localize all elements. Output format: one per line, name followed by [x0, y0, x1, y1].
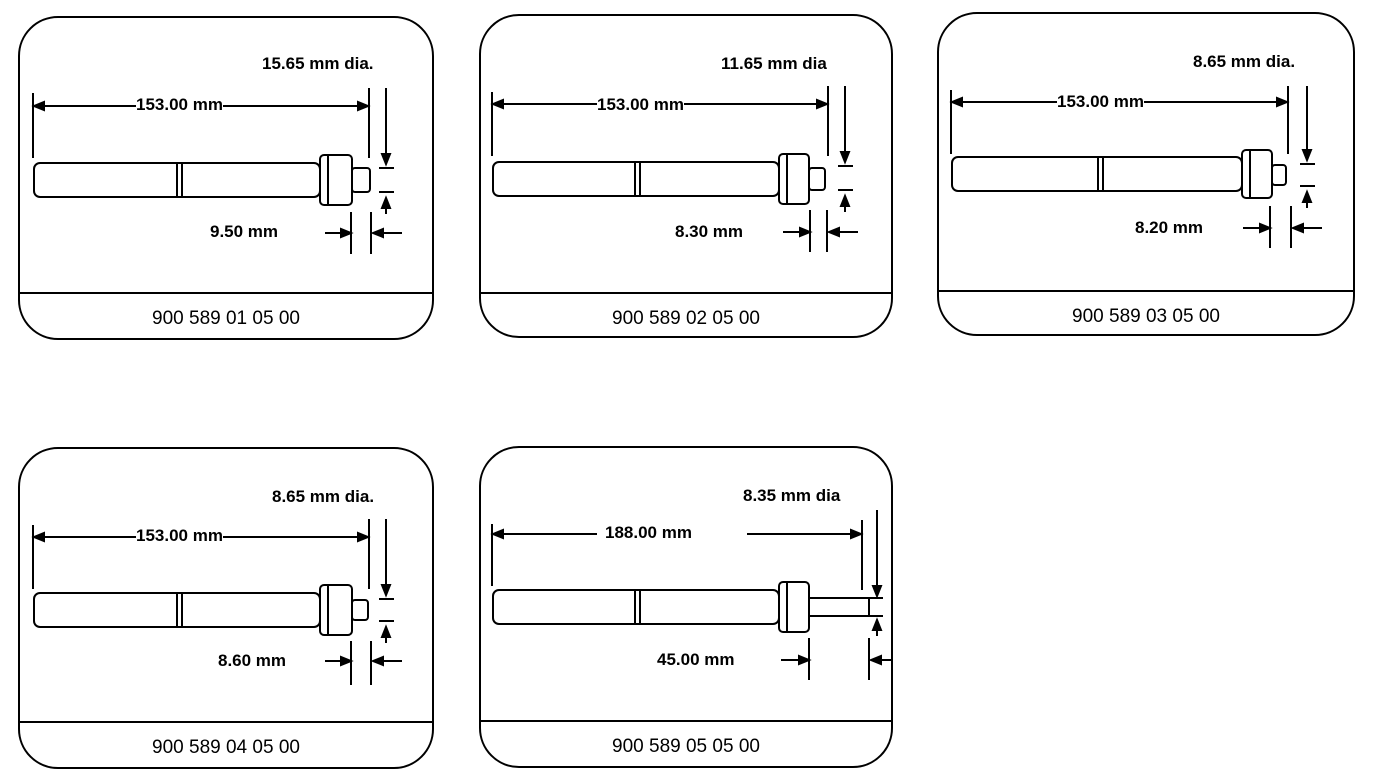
- part-number: 900 589 04 05 00: [152, 737, 300, 758]
- tool-card-05: 188.00 mm 8.35 mm dia 45.00 mm 900 589 0…: [479, 446, 893, 768]
- length-label: 188.00 mm: [605, 523, 692, 543]
- length-label: 153.00 mm: [1057, 92, 1144, 112]
- pin-drawing: [490, 86, 858, 252]
- length-label: 153.00 mm: [597, 95, 684, 115]
- part-number: 900 589 02 05 00: [612, 308, 760, 329]
- divider: [939, 290, 1353, 292]
- divider: [481, 720, 891, 722]
- part-number: 900 589 01 05 00: [152, 308, 300, 329]
- width-label: 8.60 mm: [218, 651, 287, 671]
- diameter-label: 8.65 mm dia.: [272, 487, 375, 507]
- diameter-label: 15.65 mm dia.: [262, 54, 374, 74]
- diameter-label: 8.35 mm dia: [743, 486, 841, 506]
- diameter-label: 8.65 mm dia.: [1193, 52, 1296, 72]
- divider: [20, 292, 432, 294]
- tool-card-01: 153.00 mm 15.65 mm dia. 9.50 mm 900 589 …: [18, 16, 434, 340]
- length-label: 153.00 mm: [136, 95, 223, 115]
- width-label: 45.00 mm: [657, 650, 735, 670]
- width-label: 8.30 mm: [675, 222, 744, 242]
- tool-card-04: 153.00 mm 8.65 mm dia. 8.60 mm 900 589 0…: [18, 447, 434, 769]
- width-label: 9.50 mm: [210, 222, 279, 242]
- tool-card-02: 153.00 mm 11.65 mm dia 8.30 mm 900 589 0…: [479, 14, 893, 338]
- part-number: 900 589 03 05 00: [1072, 306, 1220, 327]
- pin-drawing: [490, 510, 891, 680]
- tool-card-03: 153.00 mm 8.65 mm dia. 8.20 mm 900 589 0…: [937, 12, 1355, 336]
- diameter-label: 11.65 mm dia: [721, 54, 827, 74]
- divider: [20, 721, 432, 723]
- pin-drawing: [31, 519, 402, 685]
- length-label: 153.00 mm: [136, 526, 223, 546]
- width-label: 8.20 mm: [1135, 218, 1204, 238]
- divider: [481, 292, 891, 294]
- part-number: 900 589 05 05 00: [612, 736, 760, 757]
